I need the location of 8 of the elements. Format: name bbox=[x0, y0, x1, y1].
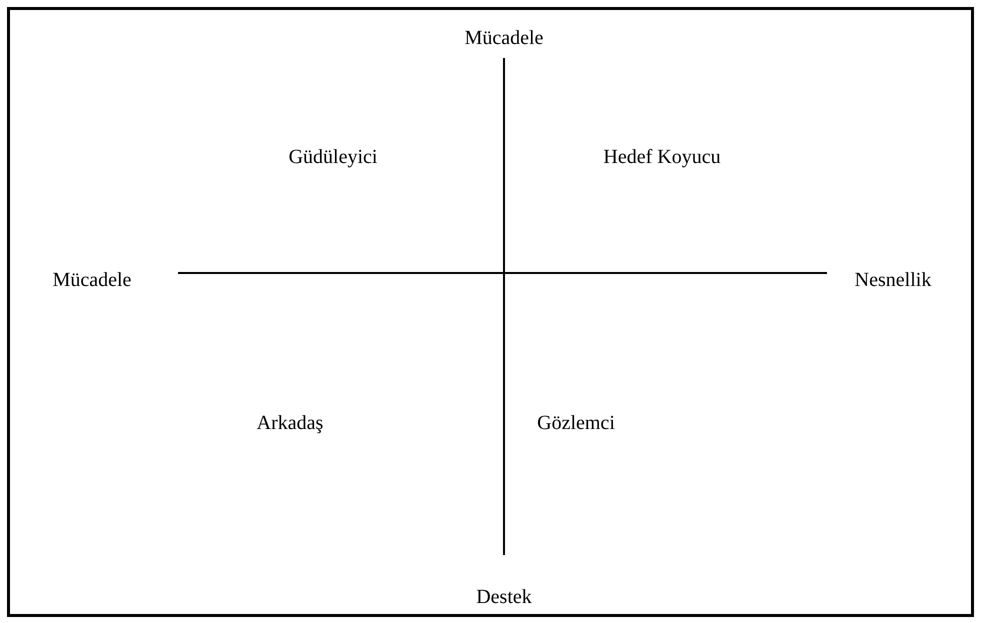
axis-label: Destek bbox=[476, 587, 532, 607]
axis-label: Nesnellik bbox=[854, 270, 932, 290]
quadrant-label: Hedef Koyucu bbox=[603, 147, 721, 167]
quadrant-label: Arkadaş bbox=[256, 413, 324, 433]
quadrant-label: Güdüleyici bbox=[288, 147, 378, 167]
axis-label: Mücadele bbox=[52, 270, 132, 290]
quadrant-label: Gözlemci bbox=[537, 413, 615, 433]
axis-label: Mücadele bbox=[464, 28, 544, 48]
